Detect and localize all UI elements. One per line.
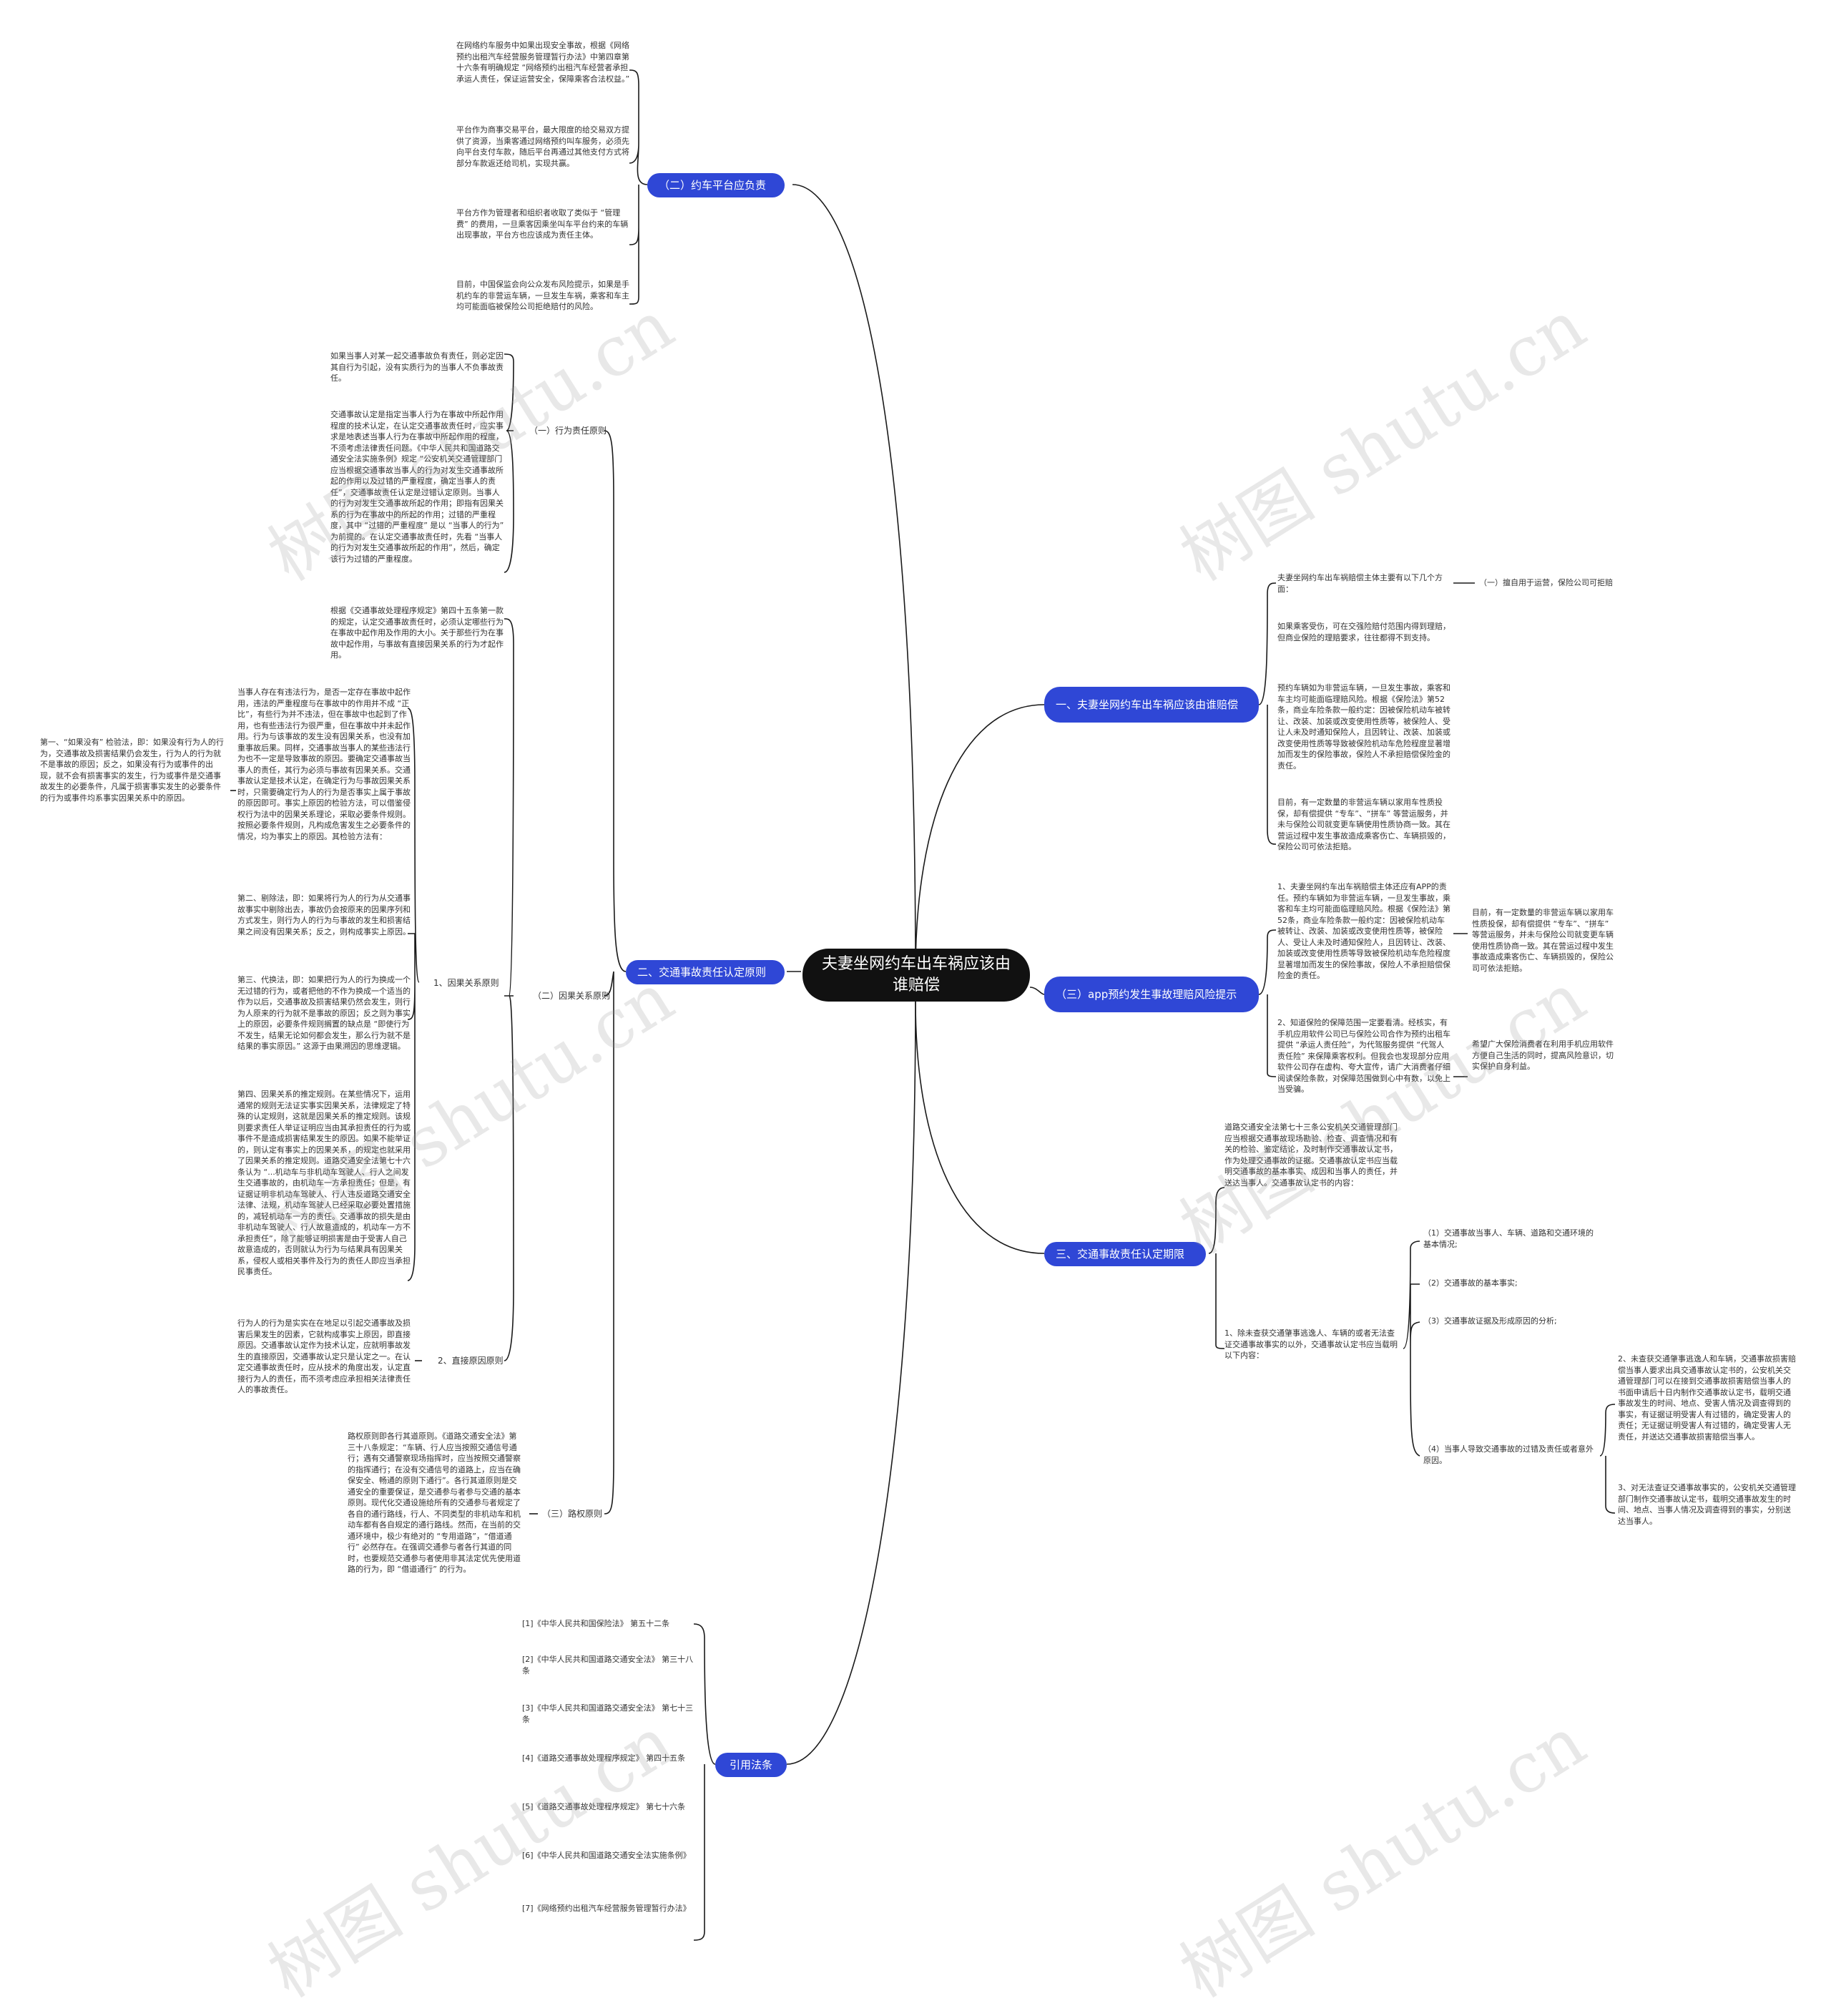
deadline-sub-3: 3、对无法查证交通事故事实的，公安机关交通管理部门制作交通事故认定书，载明交通事… — [1618, 1483, 1796, 1526]
branch-law[interactable]: 引用法条 — [715, 1753, 787, 1777]
edge-item4-bracket — [1599, 1404, 1616, 1514]
deadline-item-3: （3）交通事故证据及形成原因的分析; — [1423, 1316, 1557, 1326]
platform-text-2: 平台作为商事交易平台，最大限度的给交易双方提供了资源，当乘客通过网络预约叫车服务… — [456, 125, 629, 168]
edge-deadline-items — [1403, 1241, 1420, 1457]
law-item-6: [6]《中华人民共和国道路交通安全法实施条例》 — [522, 1851, 691, 1860]
edge-root-deadline — [915, 1001, 1045, 1254]
platform-text-4: 目前，中国保监会向公众发布风险提示，如果是手机约车的非营运车辆，一旦发生车祸，乘… — [456, 280, 629, 311]
edge-who-bracket — [1258, 582, 1277, 845]
sub1-text-3: 第三、代换法，即：如果把行为人的行为换成一个无过错的行为，或者把他的不作为换成一… — [237, 975, 411, 1051]
edge-principle-bracket — [604, 430, 627, 1515]
edge-sub1-bracket — [407, 708, 420, 1281]
behavior-label[interactable]: （一）行为责任原则 — [529, 426, 607, 436]
edge-behavior-bracket — [504, 353, 514, 573]
right-of-way-text: 路权原则即各行其道原则。《道路交通安全法》第三十八条规定：“车辆、行人应当按照交… — [348, 1432, 521, 1574]
who-main-text: 夫妻坐网约车出车祸赔偿主体主要有以下几个方面： — [1277, 573, 1443, 594]
law-item-1: [1]《中华人民共和国保险法》 第五十二条 — [522, 1619, 670, 1628]
deadline-item-1: （1）交通事故当事人、车辆、道路和交通环境的基本情况; — [1423, 1228, 1594, 1249]
root-topic[interactable]: 夫妻坐网约车出车祸应该由谁赔偿 — [802, 949, 1030, 1002]
edge-root-platform — [792, 184, 916, 972]
sub1-text-1: 当事人存在有违法行为，是否一定存在事故中起作用，违法的严重程度与在事故中的作用并… — [237, 688, 411, 841]
causal-label[interactable]: （二）因果关系原则 — [533, 991, 611, 1001]
sub1-first: 第一、“如果没有” 检验法，即：如果没有行为人的行为，交通事故及损害结果仍会发生… — [40, 738, 224, 803]
deadline-item-2: （2）交通事故的基本事实; — [1423, 1278, 1518, 1288]
branch-principle[interactable]: 二、交通事故责任认定原则 — [626, 960, 785, 984]
edge-platform-bracket — [629, 69, 648, 305]
who-text-3: 目前，有一定数量的非营运车辆以家用车性质投保，却有偿提供 “专车”、“拼车” 等… — [1277, 798, 1450, 851]
app-text-1: 1、夫妻坐网约车出车祸赔偿主体还应有APP的责任。预约车辆如为非营运车辆，一旦发… — [1277, 882, 1450, 980]
sub2-label[interactable]: 2、直接原因原则 — [438, 1356, 504, 1366]
law-item-4: [4]《道路交通事故处理程序规定》 第四十五条 — [522, 1753, 686, 1763]
app-note-1: 目前，有一定数量的非营运车辆以家用车性质投保，却有偿提供 “专车”、“拼车” 等… — [1472, 908, 1614, 973]
sub2-text: 行为人的行为是实实在在地足以引起交通事故及损害后果发生的因素，它就构成事实上原因… — [237, 1318, 411, 1394]
platform-text-1: 在网络约车服务中如果出现安全事故，根据《网络预约出租汽车经营服务管理暂行办法》中… — [456, 41, 630, 84]
deadline-text-2: 1、除未查获交通肇事逃逸人、车辆的或者无法查证交通事故事实的以外，交通事故认定书… — [1224, 1328, 1398, 1360]
right-of-way-label[interactable]: （三）路权原则 — [542, 1509, 603, 1519]
law-item-2: [2]《中华人民共和国道路交通安全法》 第三十八条 — [522, 1655, 694, 1675]
branch-app[interactable]: （三）app预约发生事故理赔风险提示 — [1044, 977, 1259, 1012]
root-label: 夫妻坐网约车出车祸应该由谁赔偿 — [821, 955, 1011, 994]
edge-law-bracket — [693, 1623, 716, 1941]
deadline-item-4: （4）当事人导致交通事故的过错及责任或者意外原因。 — [1423, 1444, 1594, 1465]
sub1-text-4: 第四、因果关系的推定规则。在某些情况下，运用通常的规则无法证实事实因果关系，法律… — [237, 1090, 411, 1276]
behavior-text-2: 交通事故认定是指定当事人行为在事故中所起作用程度的技术认定，在认定交通事故责任时… — [330, 410, 504, 564]
causal-intro: 根据《交通事故处理程序规定》第四十五条第一款的规定，认定交通事故责任时，必须认定… — [330, 606, 504, 660]
who-leaf[interactable]: （一）擅自用于运营，保险公司可拒赔 — [1479, 578, 1613, 587]
behavior-text-1: 如果当事人对某一起交通事故负有责任，则必定因其自行为引起，没有实质行为的当事人不… — [330, 351, 504, 383]
law-item-5: [5]《道路交通事故处理程序规定》 第七十六条 — [522, 1802, 686, 1811]
branch-deadline[interactable]: 三、交通事故责任认定期限 — [1044, 1242, 1206, 1266]
deadline-text-1: 道路交通安全法第七十三条公安机关交通管理部门应当根据交通事故现场勘验、检查、调查… — [1224, 1122, 1398, 1188]
edge-root-who — [915, 704, 1045, 972]
edge-app-bracket — [1258, 929, 1277, 1077]
app-note-2: 希望广大保险消费者在利用手机应用软件方便自己生活的同时，提高风险意识，切实保护自… — [1472, 1039, 1614, 1071]
sub1-text-2: 第二、剔除法，即：如果将行为人的行为从交通事故事实中剔除出去，事故仍会按原来的因… — [237, 894, 411, 936]
edge-root-law — [786, 1001, 916, 1765]
edge-causal-bracket — [504, 618, 514, 1361]
branch-platform[interactable]: （二）约车平台应负责 — [647, 173, 785, 197]
app-text-2: 2、知道保险的保障范围一定要看清。经核实，有手机应用软件公司已与保险公司合作为预… — [1277, 1018, 1450, 1094]
deadline-sub-2: 2、未查获交通肇事逃逸人和车辆，交通事故损害赔偿当事人要求出具交通事故认定书的，… — [1618, 1354, 1796, 1442]
law-item-3: [3]《中华人民共和国道路交通安全法》 第七十三条 — [522, 1703, 694, 1724]
edge-root-app — [1029, 987, 1045, 995]
branch-who[interactable]: 一、夫妻坐网约车出车祸应该由谁赔偿 — [1044, 687, 1259, 723]
edge-deadline-bracket — [1208, 1187, 1225, 1349]
who-text-2: 预约车辆如为非营运车辆，一旦发生事故，乘客和车主均可能面临理赔风险。根据《保险法… — [1277, 683, 1450, 770]
sub1-label[interactable]: 1、因果关系原则 — [433, 978, 499, 988]
platform-text-3: 平台方作为管理者和组织者收取了类似于 “管理费” 的费用，一旦乘客因乘坐叫车平台… — [456, 208, 629, 240]
law-item-7: [7]《网络预约出租汽车经营服务管理暂行办法》 — [522, 1904, 691, 1913]
who-text-1: 如果乘客受伤，可在交强险赔付范围内得到理赔，但商业保险的理赔要求，往往都得不到支… — [1277, 622, 1450, 642]
